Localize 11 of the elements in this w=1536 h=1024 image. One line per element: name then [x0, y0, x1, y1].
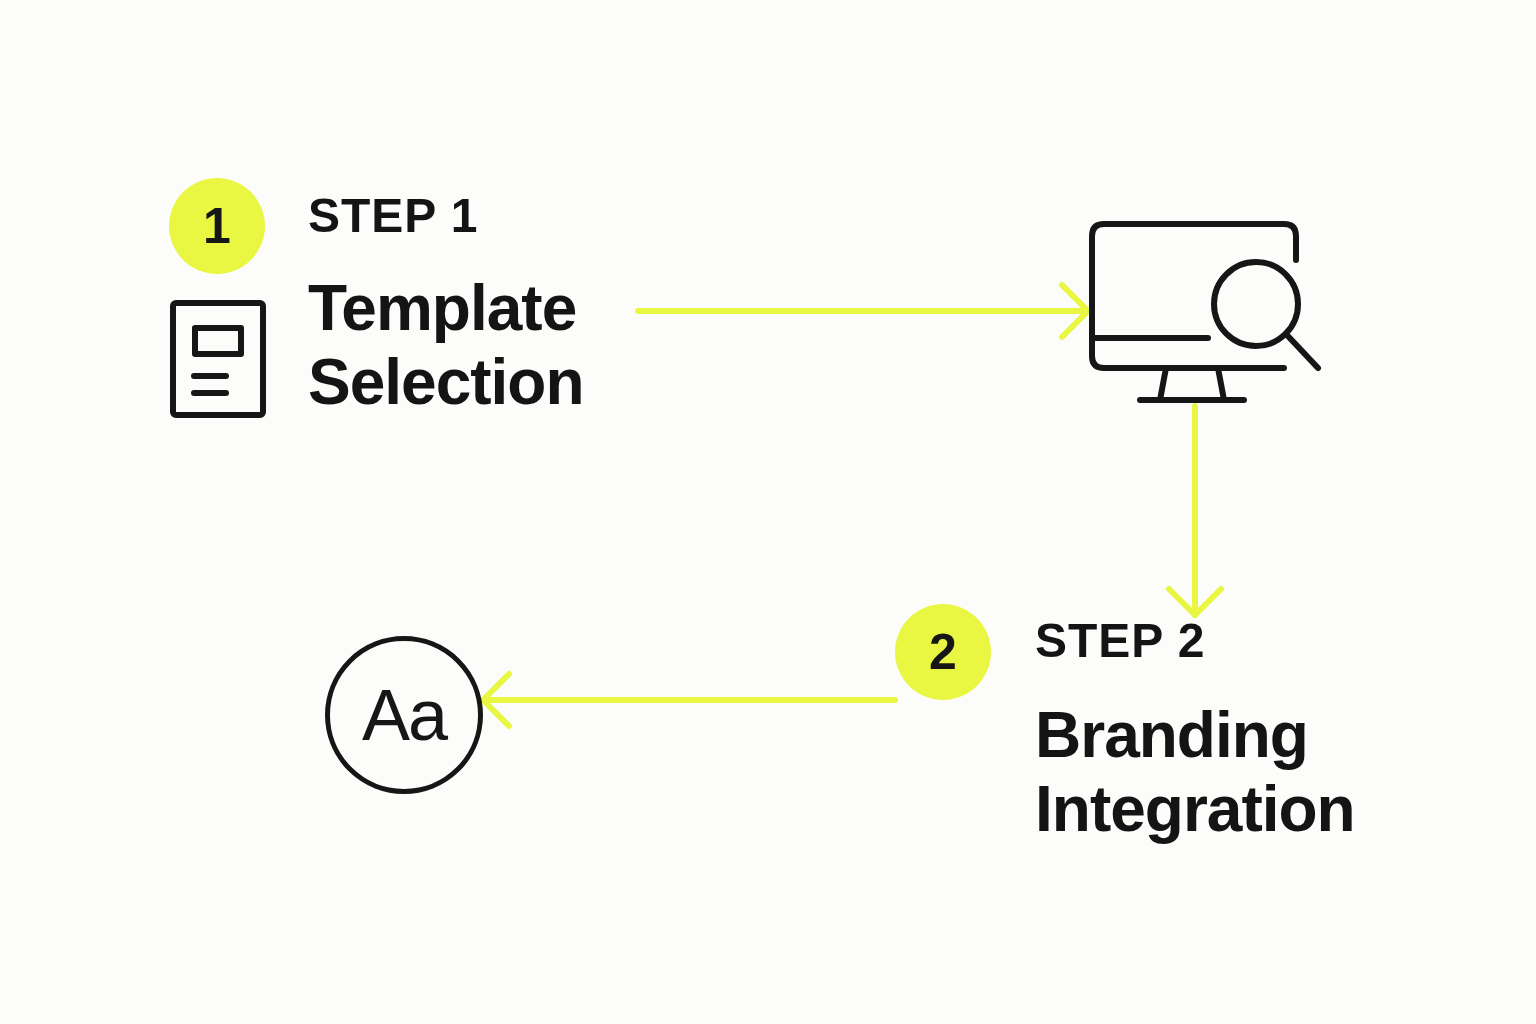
- step-number-badge: 2: [895, 604, 991, 700]
- step-title: Branding Integration: [1035, 697, 1356, 846]
- arrow: [480, 671, 898, 729]
- arrow: [635, 282, 1091, 340]
- step-title: Template Selection: [308, 270, 585, 419]
- monitor-search-icon: [1088, 220, 1324, 406]
- step-label: STEP 1: [308, 190, 480, 243]
- step-number-badge: 1: [169, 178, 265, 274]
- step-label: STEP 2: [1035, 615, 1207, 668]
- typography-circle: Aa: [325, 636, 483, 794]
- arrow: [1166, 403, 1224, 618]
